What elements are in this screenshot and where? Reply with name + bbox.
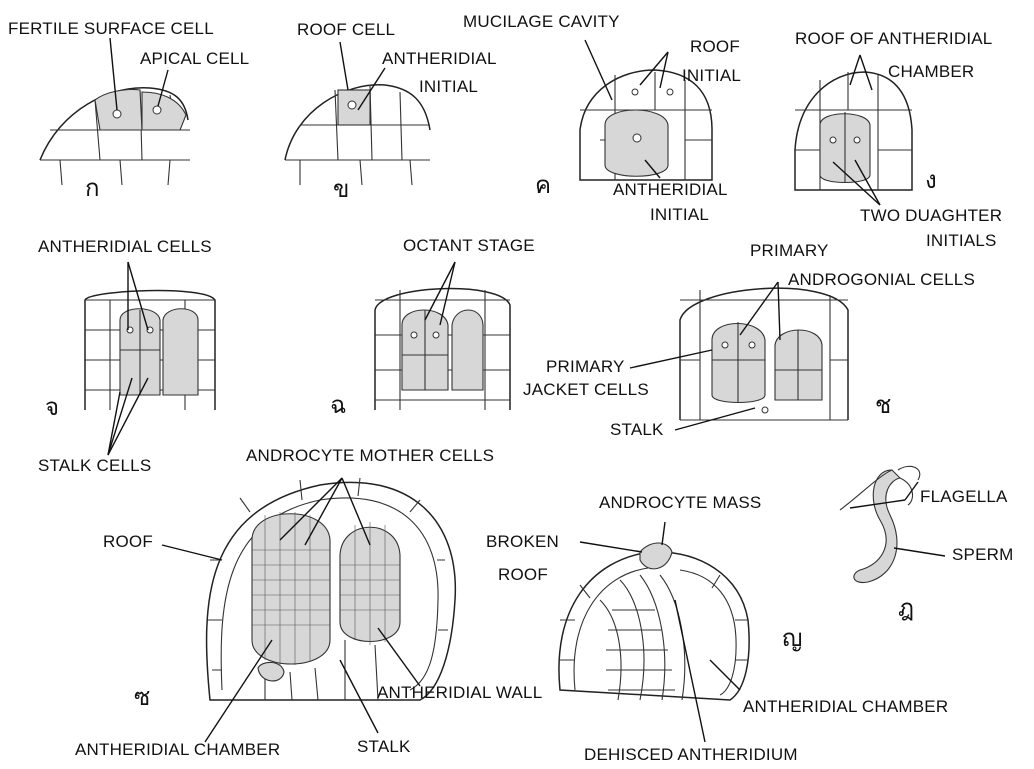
label-stalk-h: STALK <box>357 737 411 757</box>
panel-letter-f: ฉ <box>330 391 346 419</box>
label-antheridial-initial-c-line2: INITIAL <box>650 205 709 225</box>
panel-letter-c: ค <box>535 171 551 199</box>
label-roof-initial-line1: ROOF <box>690 37 740 57</box>
label-stalk-cells: STALK CELLS <box>38 456 151 476</box>
panel-c-cells <box>580 40 712 180</box>
label-antheridial-initial-line2: INITIAL <box>419 77 478 97</box>
label-androcyte-mother-cells: ANDROCYTE MOTHER CELLS <box>246 446 494 466</box>
panel-letter-e: จ <box>45 393 59 421</box>
panel-letter-h: ซ <box>134 683 150 711</box>
panel-j-cells <box>840 466 945 582</box>
panel-letter-j: ฎ <box>898 594 914 622</box>
label-antheridial-wall: ANTHERIDIAL WALL <box>377 683 542 703</box>
label-primary-jacket-line1: PRIMARY <box>546 357 625 377</box>
panel-letter-b: ข <box>333 175 349 203</box>
panel-letter-g: ช <box>875 391 891 419</box>
label-antheridial-initial-line1: ANTHERIDIAL <box>382 49 497 69</box>
label-roof-of-antheridial-chamber-line2: CHAMBER <box>888 62 974 82</box>
label-octant-stage: OCTANT STAGE <box>403 236 535 256</box>
label-apical-cell: APICAL CELL <box>140 49 249 69</box>
label-roof-h: ROOF <box>103 532 153 552</box>
panel-letter-a: ก <box>85 174 100 202</box>
label-roof-of-antheridial-chamber-line1: ROOF OF ANTHERIDIAL <box>795 29 992 49</box>
label-mucilage-cavity: MUCILAGE CAVITY <box>463 12 620 32</box>
label-androcyte-mass: ANDROCYTE MASS <box>599 493 761 513</box>
label-two-daughter-initials-line1: TWO DUAGHTER <box>860 206 1002 226</box>
label-flagella: FLAGELLA <box>920 487 1008 507</box>
panel-letter-d: ง <box>925 166 937 194</box>
label-sperm: SPERM <box>952 545 1013 565</box>
panel-f-cells <box>375 262 510 410</box>
label-stalk-g: STALK <box>610 420 664 440</box>
label-antheridial-chamber-h: ANTHERIDIAL CHAMBER <box>75 740 280 760</box>
label-dehisced-antheridium: DEHISCED ANTHERIDIUM <box>584 745 798 765</box>
label-primary-jacket-line2: JACKET CELLS <box>523 380 649 400</box>
panel-e-cells <box>85 262 215 455</box>
panel-i-cells <box>559 522 749 742</box>
panel-g-cells <box>630 282 848 430</box>
label-antheridial-cells: ANTHERIDIAL CELLS <box>38 237 212 257</box>
label-primary-androgonial-line2: ANDROGONIAL CELLS <box>788 270 975 290</box>
label-broken: BROKEN <box>486 532 559 552</box>
label-roof-initial-line2: INITIAL <box>682 66 741 86</box>
panel-letter-i: ญ <box>782 624 802 652</box>
label-antheridial-initial-c-line1: ANTHERIDIAL <box>613 180 728 200</box>
label-antheridial-chamber-i: ANTHERIDIAL CHAMBER <box>743 697 948 717</box>
label-roof-i: ROOF <box>498 565 548 585</box>
label-primary-androgonial-line1: PRIMARY <box>750 241 829 261</box>
label-fertile-surface-cell: FERTILE SURFACE CELL <box>8 19 214 39</box>
label-roof-cell: ROOF CELL <box>297 20 395 40</box>
label-two-daughter-initials-line2: INITIALS <box>926 231 997 251</box>
